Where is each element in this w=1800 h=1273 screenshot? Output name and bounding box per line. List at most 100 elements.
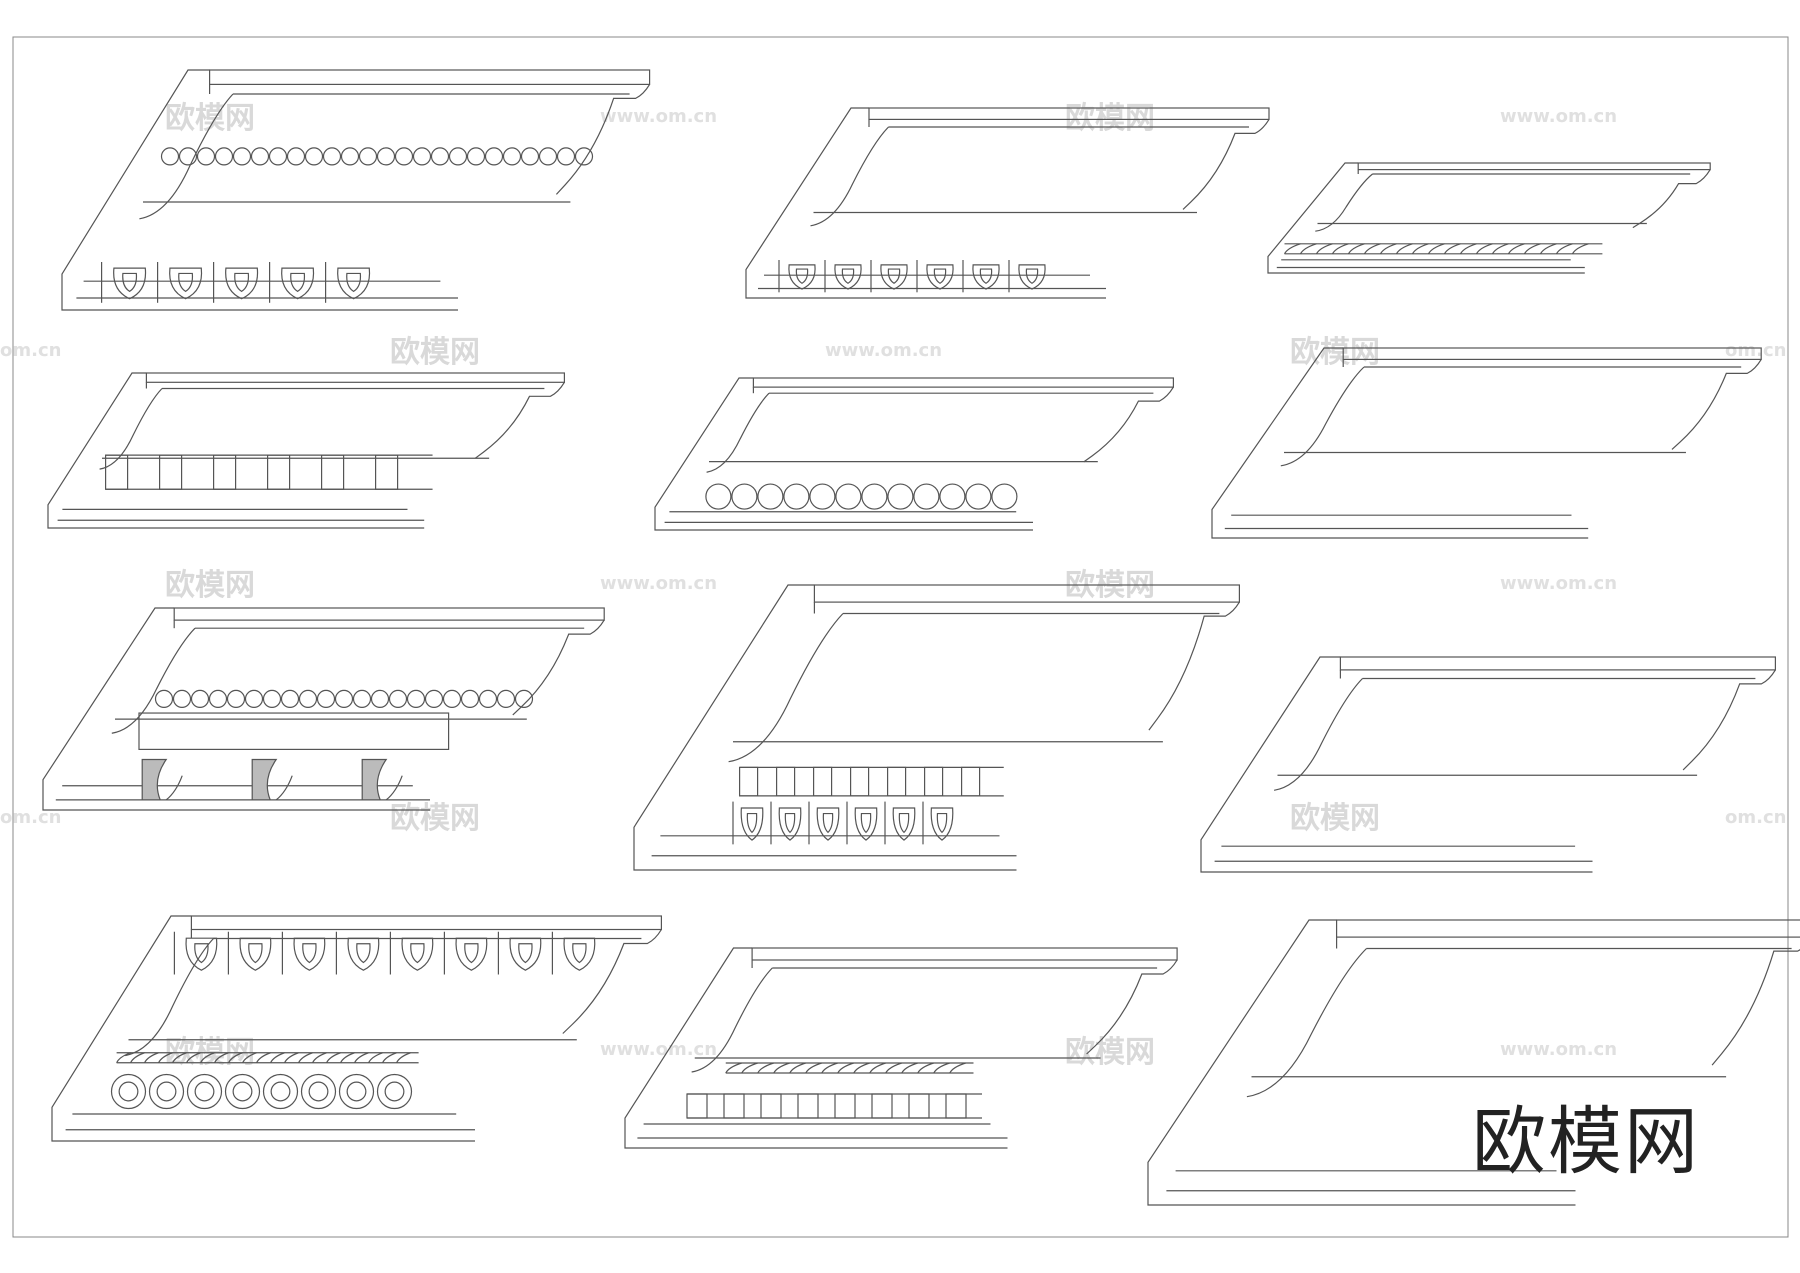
watermark-cn: 欧模网 — [390, 335, 480, 370]
dentil-block — [267, 454, 291, 490]
dentil-block — [797, 1093, 819, 1119]
dentil-block — [723, 1093, 745, 1119]
watermark-url: om.cn — [1725, 807, 1786, 828]
cornice-molding-10 — [51, 915, 662, 1142]
egg-ornament — [239, 937, 272, 971]
egg-inner-ornament — [356, 943, 371, 964]
ogee-profile — [1182, 119, 1270, 210]
return-outline — [745, 107, 1106, 299]
bead-ornament — [358, 147, 378, 166]
return-outline — [624, 947, 1008, 1149]
top-fillet — [1357, 162, 1711, 171]
cove-face — [125, 938, 214, 1057]
egg-inner-ornament — [572, 943, 587, 964]
egg-ornament — [778, 807, 802, 841]
cornice-molding-8 — [633, 584, 1241, 871]
egg-ornament — [926, 264, 954, 290]
ogee-profile — [474, 381, 565, 459]
top-fillet — [1342, 347, 1762, 360]
guilloche-ring — [224, 1073, 261, 1110]
bead-ornament — [965, 483, 992, 510]
return-outline — [42, 607, 430, 811]
egg-ornament — [185, 937, 218, 971]
egg-inner-ornament — [795, 268, 809, 284]
rope-twist — [1363, 243, 1381, 255]
guilloche-ring — [262, 1073, 299, 1110]
dentil-block — [375, 454, 399, 490]
bead-ornament — [887, 483, 914, 510]
guilloche-eye — [156, 1081, 177, 1102]
modillion-scroll — [385, 775, 403, 801]
dentil-block — [908, 1093, 930, 1119]
egg-ornament — [788, 264, 816, 290]
guilloche-eye — [384, 1081, 405, 1102]
watermark-cn: 欧模网 — [1290, 335, 1380, 370]
top-fillet — [190, 915, 662, 931]
top-fillet — [145, 372, 565, 383]
return-outline — [654, 377, 1033, 531]
bead-ornament — [556, 147, 576, 166]
rope-twist — [1379, 243, 1397, 255]
rope-twist — [901, 1062, 918, 1074]
rope-twist — [256, 1052, 271, 1064]
cornice-molding-1 — [61, 69, 651, 311]
bead-ornament — [731, 483, 758, 510]
dentil-block — [159, 454, 183, 490]
egg-inner-ornament — [1025, 268, 1039, 284]
rope-twist — [821, 1062, 838, 1074]
rope-twist — [312, 1052, 327, 1064]
bead-ornament — [208, 689, 228, 709]
bead-ornament — [502, 147, 522, 166]
rope-twist — [298, 1052, 313, 1064]
rope-twist — [1443, 243, 1461, 255]
bead-ornament — [334, 689, 354, 709]
egg-ornament — [281, 267, 315, 300]
dentil-block — [213, 454, 237, 490]
guilloche-ring — [148, 1073, 185, 1110]
rope-twist — [885, 1062, 902, 1074]
cove-face — [691, 967, 773, 1073]
rope-twist — [144, 1052, 159, 1064]
rope-twist — [200, 1052, 215, 1064]
guilloche-ring — [110, 1073, 147, 1110]
bead-ornament — [574, 147, 594, 166]
rope-twist — [1315, 243, 1333, 255]
rope-twist — [242, 1052, 257, 1064]
dentil-block — [104, 454, 129, 490]
ogee-profile — [1148, 601, 1240, 731]
bead-ornament — [376, 147, 396, 166]
dentil-block — [775, 766, 796, 797]
rope-twist — [1571, 243, 1589, 255]
egg-inner-ornament — [410, 943, 425, 964]
cove-face — [99, 388, 163, 470]
bead-ornament — [783, 483, 810, 510]
rope-twist — [214, 1052, 229, 1064]
bead-ornament — [442, 689, 462, 709]
rope-twist — [1507, 243, 1525, 255]
guilloche-ring — [338, 1073, 375, 1110]
bead-ornament — [226, 689, 246, 709]
egg-inner-ornament — [234, 272, 250, 293]
cornice-molding-11 — [624, 947, 1178, 1149]
watermark-url: www.om.cn — [600, 1039, 717, 1060]
egg-inner-ornament — [464, 943, 479, 964]
watermark-cn: 欧模网 — [1065, 101, 1155, 136]
dentil-block — [960, 766, 981, 797]
guilloche-ring — [376, 1073, 413, 1110]
cornice-molding-2 — [745, 107, 1270, 299]
dentil-block — [812, 766, 833, 797]
rope-twist — [1459, 243, 1477, 255]
guilloche-ring — [186, 1073, 223, 1110]
top-fillet — [868, 107, 1270, 120]
ogee-profile — [562, 929, 662, 1034]
rope-twist — [1347, 243, 1365, 255]
egg-ornament — [113, 267, 147, 300]
modillion-block — [141, 758, 168, 801]
watermark-url: www.om.cn — [600, 106, 717, 127]
ogee-profile — [555, 84, 651, 195]
bead-ornament — [757, 483, 784, 510]
egg-ornament — [930, 807, 954, 841]
top-fillet — [173, 607, 605, 621]
rope-twist — [773, 1062, 790, 1074]
rope-twist — [270, 1052, 285, 1064]
